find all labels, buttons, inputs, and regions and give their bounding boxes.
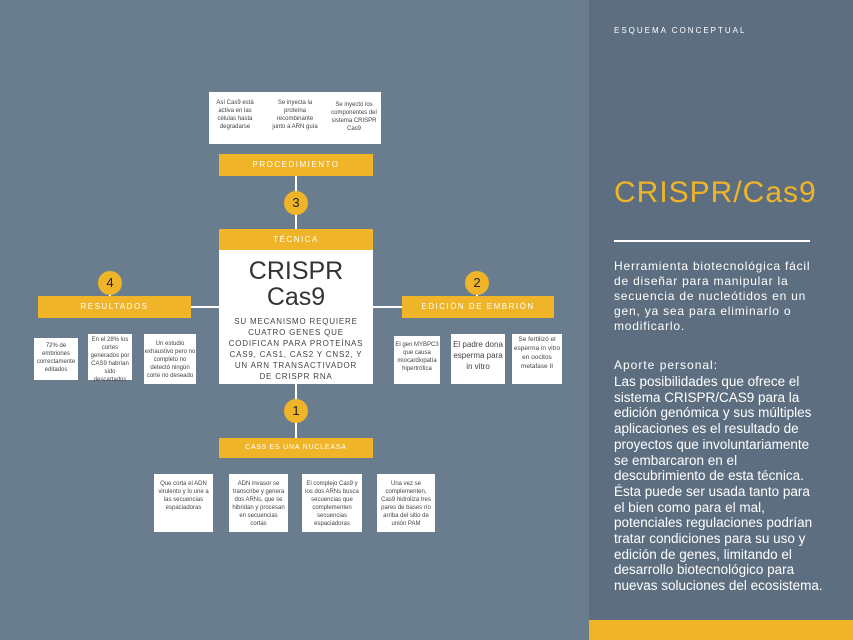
aporte-text: Las posibilidades que ofrece el sistema …: [614, 374, 823, 594]
resultados-bar: RESULTADOS: [38, 296, 191, 318]
cas9-item-3: El complejo Cas9 y los dos ARNs busca se…: [302, 474, 362, 532]
resultados-item-1: 72% de embriones correctamente editados: [34, 338, 78, 380]
resultados-item-2: En el 28% los cortes generados por CAS9 …: [88, 334, 132, 383]
procedimiento-number: 3: [284, 191, 308, 215]
edicion-item-1: El gen MYBPC3 que causa miocardiopatía h…: [394, 336, 440, 384]
cas9-item-4: Una vez se complementen, Cas9 hidroliza …: [377, 474, 435, 532]
cas9-number: 1: [284, 399, 308, 423]
tecnica-bar: TÉCNICA: [219, 229, 373, 250]
header-label: ESQUEMA CONCEPTUAL: [614, 26, 747, 35]
procedimiento-bar: PROCEDIMIENTO: [219, 154, 373, 176]
procedimiento-item-2: Se inyecta la proteína recombinante junt…: [272, 100, 318, 130]
resultados-number: 4: [98, 271, 122, 295]
edicion-number: 2: [465, 271, 489, 295]
tecnica-label: TÉCNICA: [273, 235, 319, 244]
procedimiento-box: [209, 92, 381, 144]
edicion-label: EDICIÓN DE EMBRIÓN: [421, 302, 535, 311]
cas9-item-1: Que corta el ADN virulento y lo une a la…: [154, 474, 213, 532]
center-title-line2: Cas9: [266, 283, 326, 311]
resultados-label: RESULTADOS: [80, 302, 149, 311]
info-panel: ESQUEMA CONCEPTUAL CRISPR/Cas9 Herramien…: [589, 0, 853, 640]
center-description: SU MECANISMO REQUIERE CUATRO GENES QUE C…: [228, 317, 364, 381]
definition-text: Herramienta biotecnológica fácil de dise…: [614, 259, 811, 333]
title-underline: [614, 240, 810, 242]
center-title-line1: CRISPR: [248, 257, 344, 285]
cas9-label: CAS9 ES UNA NUCLEASA: [245, 444, 347, 451]
edicion-item-3: Se fertilizó el esperma in vitro en ooci…: [512, 334, 562, 384]
procedimiento-label: PROCEDIMIENTO: [252, 160, 340, 169]
main-title: CRISPR/Cas9: [614, 176, 817, 209]
edicion-bar: EDICIÓN DE EMBRIÓN: [402, 296, 554, 318]
edicion-item-2: El padre dona esperma para in vitro: [451, 334, 505, 384]
resultados-item-3: Un estudio exhaustivo pero no completo n…: [144, 334, 196, 384]
aporte-heading: Aporte personal:: [614, 358, 719, 372]
diagram-area: Así Cas9 está activa en las células hast…: [34, 92, 562, 532]
procedimiento-item-3: Se inyectó los componentes del sistema C…: [331, 102, 377, 132]
cas9-item-2: ADN invasor se transcribe y genera dos A…: [229, 474, 288, 532]
center-box: CRISPR Cas9 SU MECANISMO REQUIERE CUATRO…: [219, 250, 373, 384]
cas9-bar: CAS9 ES UNA NUCLEASA: [219, 438, 373, 458]
bottom-accent-bar: [589, 620, 853, 640]
procedimiento-item-1: Así Cas9 está activa en las células hast…: [216, 100, 254, 130]
